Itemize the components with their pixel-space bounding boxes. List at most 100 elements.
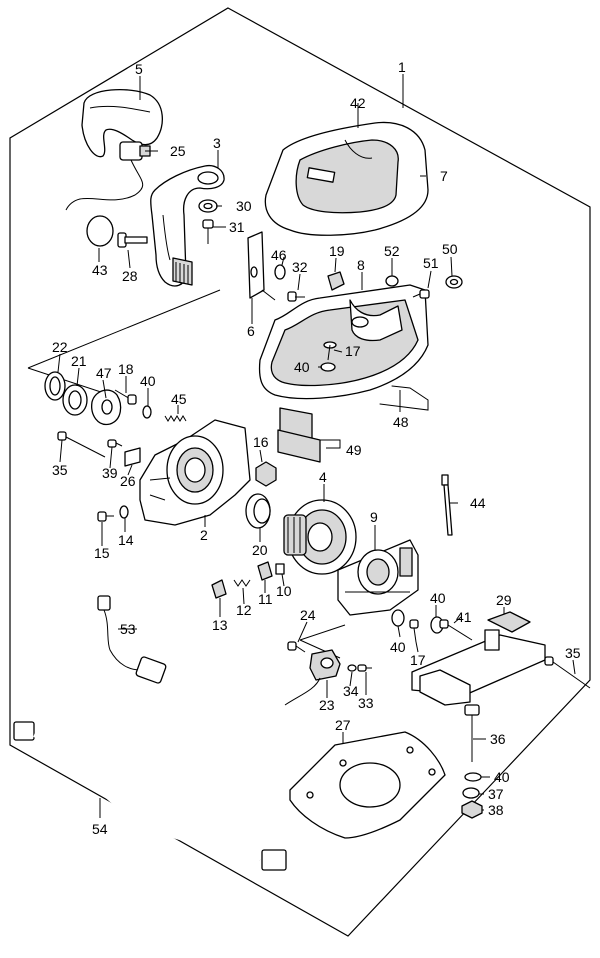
callout-47: 47	[96, 365, 112, 381]
callout-45: 45	[171, 391, 187, 407]
screw-24	[287, 641, 306, 653]
screw-32	[287, 291, 305, 302]
callout-44: 44	[470, 495, 486, 511]
callout-38: 38	[488, 802, 504, 818]
bolt-35-right	[544, 656, 591, 689]
callout-50: 50	[442, 241, 458, 257]
callout-52: 52	[384, 243, 400, 259]
spacer-47	[91, 389, 122, 426]
washer-14	[119, 505, 129, 519]
main-body	[139, 419, 251, 526]
spring-45	[164, 415, 187, 422]
callout-46: 46	[271, 247, 287, 263]
callout-24: 24	[300, 607, 316, 623]
callout-13: 13	[212, 617, 228, 633]
callout-leaders	[57, 74, 576, 818]
washer-50	[445, 275, 463, 289]
screw-17-lower	[409, 619, 419, 643]
screw-31	[202, 219, 214, 244]
callout-54: 54	[92, 821, 108, 837]
callout-43: 43	[92, 262, 108, 278]
callout-49: 49	[346, 442, 362, 458]
bracket-26	[124, 447, 141, 467]
washer-40-housing	[320, 362, 336, 372]
screw-33	[357, 664, 372, 672]
callout-15: 15	[94, 545, 110, 561]
callout-40a: 40	[140, 373, 156, 389]
callout-1: 1	[398, 59, 406, 75]
callout-40d: 40	[390, 639, 406, 655]
callout-53: 53	[120, 621, 136, 637]
callout-28: 28	[122, 268, 138, 284]
callout-37: 37	[488, 786, 504, 802]
callout-9: 9	[370, 509, 378, 525]
bolt-36	[464, 704, 480, 762]
callout-40b: 40	[294, 359, 310, 375]
callout-48: 48	[393, 414, 409, 430]
gear-drum-4	[283, 499, 357, 575]
callout-6: 6	[247, 323, 255, 339]
callout-34: 34	[343, 683, 359, 699]
screw-51	[412, 289, 430, 299]
switch-plate-9	[337, 539, 419, 616]
wire-harness-54	[13, 721, 287, 871]
screw-18	[114, 389, 137, 405]
washer-37	[462, 787, 480, 799]
screw-15	[97, 511, 114, 522]
base-bracket-29	[411, 611, 546, 706]
pad-49	[277, 407, 321, 463]
nut-16	[255, 461, 277, 487]
cable-tie-44	[441, 474, 453, 536]
callout-22: 22	[52, 339, 68, 355]
lower-housing	[258, 284, 429, 400]
callout-4: 4	[319, 469, 327, 485]
callout-8: 8	[357, 257, 365, 273]
cover-disc	[86, 215, 114, 247]
callout-35b: 35	[565, 645, 581, 661]
callout-3: 3	[213, 135, 221, 151]
callout-14: 14	[118, 532, 134, 548]
callout-33: 33	[358, 695, 374, 711]
washer-34	[347, 664, 357, 672]
callout-36: 36	[490, 731, 506, 747]
callout-19: 19	[329, 243, 345, 259]
callout-30: 30	[236, 198, 252, 214]
callout-41: 41	[456, 609, 472, 625]
nut-38	[461, 800, 483, 819]
callout-17a: 17	[345, 343, 361, 359]
callout-16: 16	[253, 434, 269, 450]
washer-30	[198, 199, 218, 213]
washer-21	[62, 384, 88, 416]
callout-42: 42	[350, 95, 366, 111]
rod-48	[379, 385, 429, 411]
screw-17-upper	[323, 341, 337, 361]
callout-10: 10	[276, 583, 292, 599]
callout-21: 21	[71, 353, 87, 369]
gasket-plate-27	[289, 731, 446, 839]
block-19	[327, 271, 345, 291]
cap-13	[211, 579, 227, 599]
sensor-23	[284, 649, 341, 706]
callout-17b: 17	[410, 652, 426, 668]
cap-11	[257, 561, 273, 581]
spring-12	[233, 579, 251, 587]
callout-29: 29	[496, 592, 512, 608]
callout-40e: 40	[494, 769, 510, 785]
callout-18: 18	[118, 361, 134, 377]
pin-10	[275, 563, 285, 575]
bolt-35-left	[57, 431, 106, 458]
callout-12: 12	[236, 602, 252, 618]
washer-40-bottom	[464, 772, 482, 782]
callout-labels: 1 2 3 4 5 6 7 8 9 10 11 12 13 14 15 16 1…	[52, 59, 581, 837]
callout-2: 2	[200, 527, 208, 543]
callout-7: 7	[440, 168, 448, 184]
callout-20: 20	[252, 542, 268, 558]
callout-51: 51	[423, 255, 439, 271]
callout-25: 25	[170, 143, 186, 159]
trim-switch	[65, 141, 151, 211]
callout-5: 5	[135, 61, 143, 77]
callout-23: 23	[319, 697, 335, 713]
connector-53	[97, 595, 167, 684]
spring-clip-6	[247, 231, 276, 301]
